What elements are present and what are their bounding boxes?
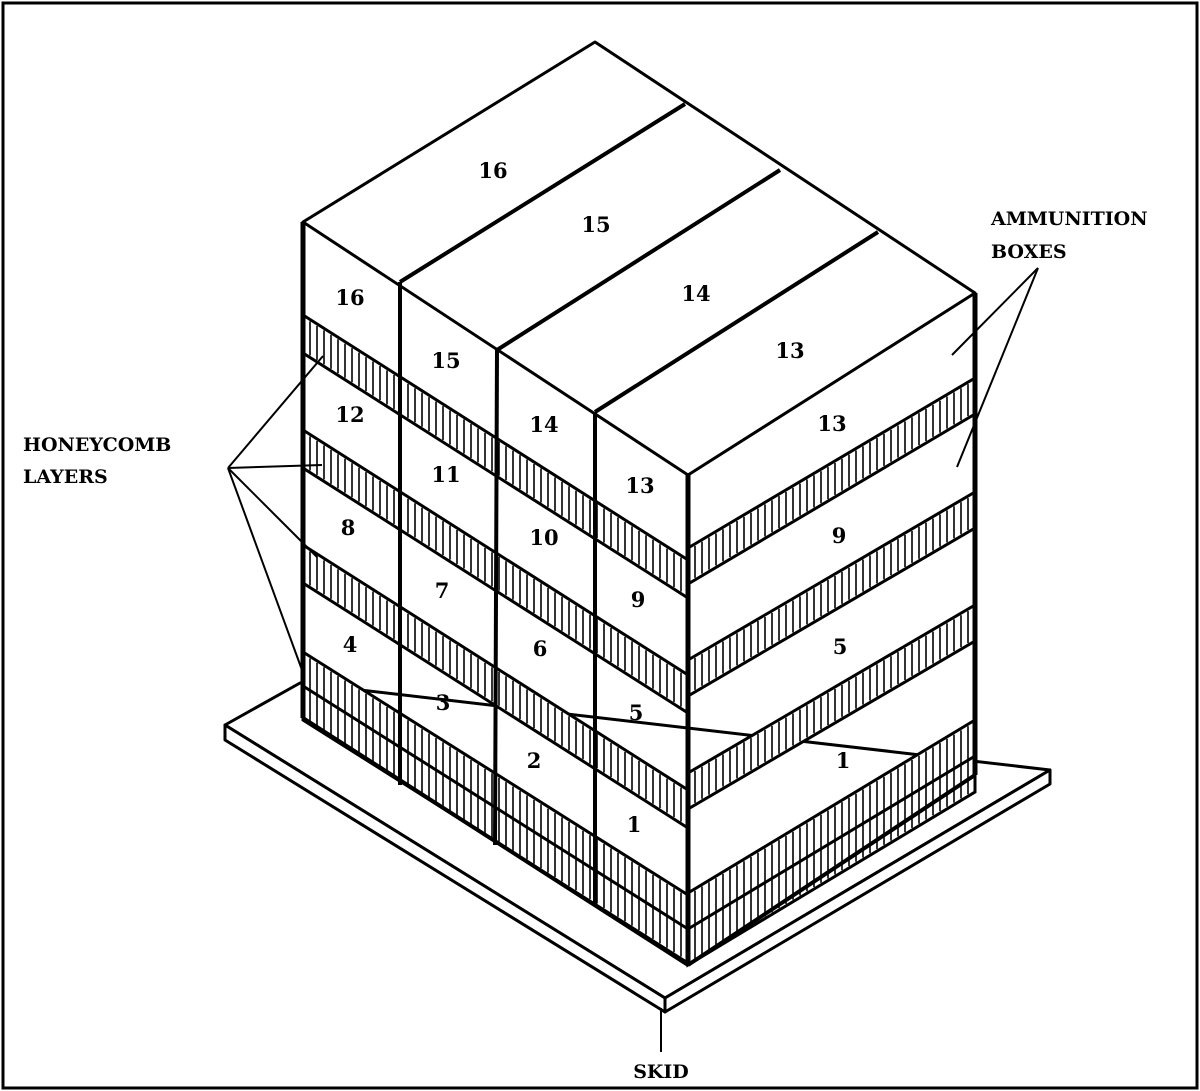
box-label: 5 — [629, 700, 644, 725]
left-face-labels: 16 15 14 13 12 11 10 9 8 7 6 5 4 3 2 1 — [335, 285, 654, 837]
box-label: 13 — [625, 473, 654, 498]
callout-text: LAYERS — [23, 466, 108, 488]
box-label: 5 — [833, 634, 848, 659]
honeycomb-layer-right — [686, 375, 977, 587]
top-box-label: 15 — [581, 212, 610, 237]
box-label: 12 — [335, 402, 364, 427]
pallet-load-outline — [300, 40, 978, 967]
honeycomb-layer-right — [686, 489, 977, 699]
top-box-label: 16 — [478, 158, 507, 183]
box-label: 1 — [836, 748, 851, 773]
top-box-label: 13 — [775, 338, 804, 363]
honeycomb-layers-callout: HONEYCOMB LAYERS — [23, 355, 324, 671]
box-label: 1 — [627, 812, 642, 837]
double-layer-divider — [302, 684, 689, 931]
box-label: 14 — [529, 412, 558, 437]
box-label: 3 — [436, 690, 451, 715]
box-label: 9 — [832, 523, 847, 548]
box-label: 9 — [631, 587, 646, 612]
box-label: 4 — [343, 632, 358, 657]
callout-text: SKID — [633, 1061, 689, 1083]
box-label: 15 — [431, 348, 460, 373]
ammunition-boxes-callout: AMMUNITION BOXES — [951, 208, 1148, 468]
box-label: 2 — [527, 748, 542, 773]
box-label: 6 — [533, 636, 548, 661]
double-layer-divider — [687, 754, 976, 931]
box-label: 13 — [817, 411, 846, 436]
right-face-labels: 13 13 9 5 1 — [817, 411, 850, 773]
box-label: 7 — [435, 578, 450, 603]
skid-callout: SKID — [633, 1008, 689, 1083]
callout-text: BOXES — [991, 241, 1067, 263]
box-label: 8 — [341, 515, 356, 540]
box-label: 10 — [529, 525, 558, 550]
box-label: 16 — [335, 285, 364, 310]
callout-text: AMMUNITION — [990, 208, 1148, 230]
top-box-label: 14 — [681, 281, 710, 306]
top-face-labels: 16 15 14 13 — [478, 158, 804, 363]
box-label: 11 — [431, 462, 460, 487]
callout-text: HONEYCOMB — [23, 434, 171, 456]
layer-separators — [302, 684, 976, 931]
